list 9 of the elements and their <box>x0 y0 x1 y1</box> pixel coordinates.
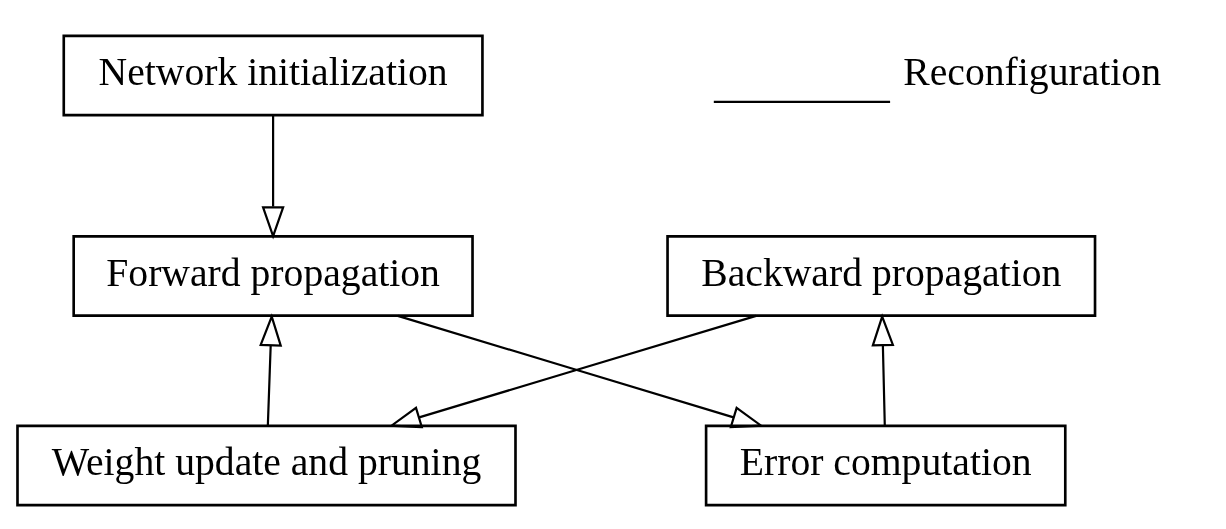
node-box: Error computation <box>704 424 1067 506</box>
node-box: Weight update and pruning <box>16 424 517 506</box>
arrow <box>871 312 895 426</box>
node-box: Backward propagation <box>666 234 1097 317</box>
arrow <box>261 115 285 239</box>
node-box: Network initialization <box>62 34 484 116</box>
arrow <box>259 312 283 426</box>
legend-label: Reconfiguration <box>903 49 1162 94</box>
node-box: Forward propagation <box>72 234 474 317</box>
